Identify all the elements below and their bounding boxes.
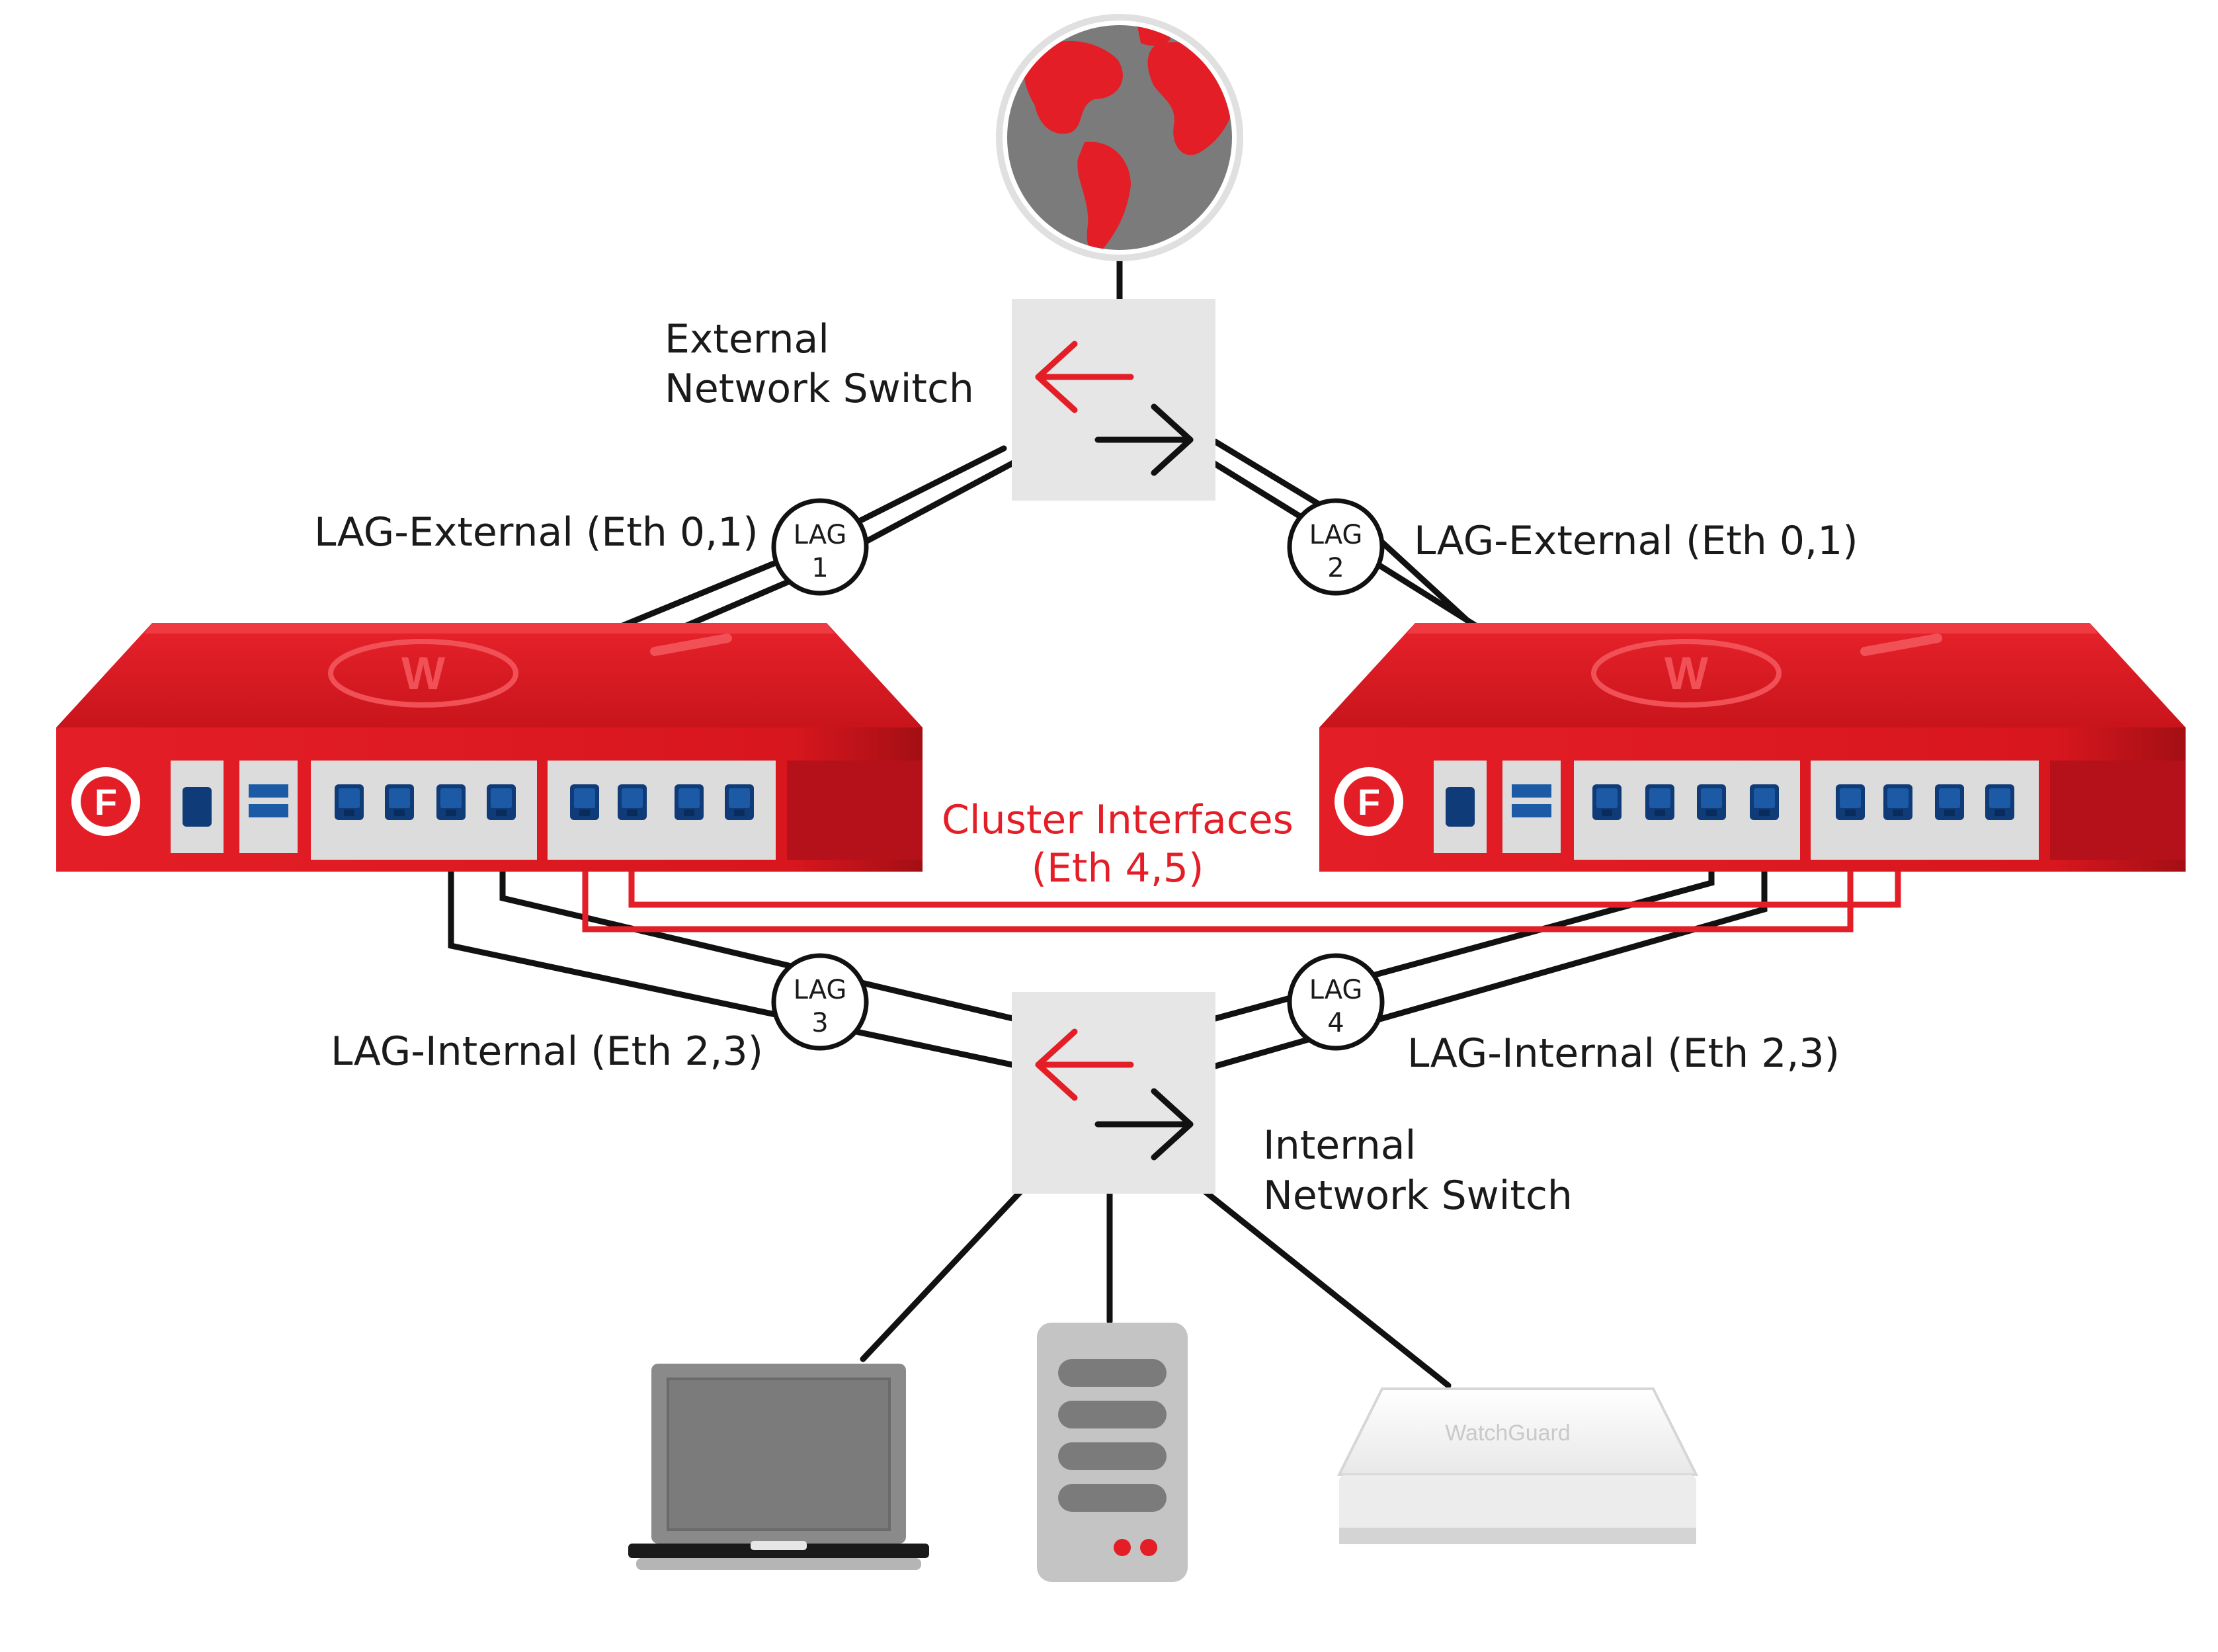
server-icon xyxy=(1037,1323,1188,1582)
lag-badge-2: LAG 2 xyxy=(1287,498,1385,596)
lag-badge-number: 3 xyxy=(811,1008,828,1038)
lag-badge-number: 1 xyxy=(811,553,828,583)
cluster-interfaces-label-line2: (Eth 4,5) xyxy=(1032,845,1204,891)
lag-badge-label: LAG xyxy=(794,975,847,1005)
cluster-interfaces-label-line1: Cluster Interfaces xyxy=(942,797,1294,843)
lag-badge-label: LAG xyxy=(1309,975,1363,1005)
firebox-logo-icon: F xyxy=(71,767,140,836)
access-point-icon: WatchGuard xyxy=(1336,1387,1699,1544)
access-point-brand: WatchGuard xyxy=(1445,1421,1571,1446)
switch-arrows-icon xyxy=(1035,341,1194,476)
lag-badge-4: LAG 4 xyxy=(1287,953,1385,1051)
external-switch-label-line1: External xyxy=(665,316,829,362)
svg-text:W: W xyxy=(1664,647,1708,699)
lag-badge-3: LAG 3 xyxy=(771,953,869,1051)
cluster-line-eth4 xyxy=(582,817,1854,932)
lag-badge-1: LAG 1 xyxy=(771,498,869,596)
switch-arrows-icon xyxy=(1035,1028,1194,1161)
lag-internal-right-label: LAG-Internal (Eth 2,3) xyxy=(1407,1030,1840,1077)
svg-text:F: F xyxy=(95,781,117,823)
lag-badge-number: 4 xyxy=(1327,1008,1344,1038)
svg-text:F: F xyxy=(1358,781,1380,823)
ap-link xyxy=(1200,1187,1452,1389)
external-switch xyxy=(1012,299,1215,501)
lag-badge-number: 2 xyxy=(1327,553,1344,583)
internal-switch-label-line2: Network Switch xyxy=(1263,1173,1573,1219)
firebox-right: W F xyxy=(1319,623,2186,872)
internal-switch xyxy=(1012,992,1215,1194)
internal-switch-label-line1: Internal xyxy=(1263,1122,1416,1169)
lag-external-right-label: LAG-External (Eth 0,1) xyxy=(1414,518,1858,564)
globe-icon xyxy=(996,14,1243,261)
external-switch-label-line2: Network Switch xyxy=(665,366,974,412)
svg-text:W: W xyxy=(401,647,445,699)
firebox-logo-icon: F xyxy=(1335,767,1403,836)
lag-badge-label: LAG xyxy=(794,520,847,550)
laptop-icon xyxy=(628,1364,929,1570)
laptop-link xyxy=(860,1187,1025,1362)
lag-external-left-label: LAG-External (Eth 0,1) xyxy=(314,509,759,556)
lag-internal-left-label: LAG-Internal (Eth 2,3) xyxy=(331,1028,763,1075)
firebox-left: W F xyxy=(56,623,923,872)
lag-badge-label: LAG xyxy=(1309,520,1363,550)
